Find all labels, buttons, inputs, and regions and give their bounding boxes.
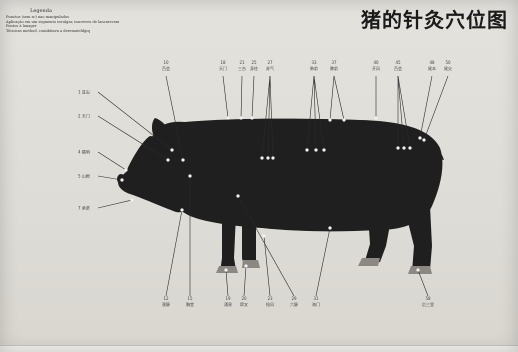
acupoint-number: 18 [220, 60, 226, 65]
acupoint-label: 2 天门 [78, 113, 90, 119]
acupoint-marker [266, 156, 269, 159]
callout-line [98, 200, 132, 208]
acupoint-marker [322, 148, 325, 151]
callout-line [98, 92, 172, 150]
callout-line [98, 152, 126, 170]
acupoint-marker [328, 226, 331, 229]
pig-silhouette [117, 118, 444, 272]
acupoint-label: 5 山根 [78, 173, 90, 179]
callout-line [223, 76, 228, 118]
callout-line [166, 210, 182, 296]
acupoint-marker [130, 198, 133, 201]
acupoint-marker [422, 138, 425, 141]
acupoint-number: 45 [395, 60, 401, 65]
acupoint-number: 37 [331, 60, 337, 65]
acupoint-label: 7 承浆 [78, 205, 90, 211]
acupoint-marker [418, 136, 421, 139]
acupoint-number: 25 [251, 60, 257, 65]
acupoint-marker [170, 148, 173, 151]
acupoint-label: 1 耳尖 [78, 89, 90, 95]
acupoint-label: 涌泉 [224, 301, 232, 307]
acupoint-label: 百会 [394, 65, 402, 71]
acupoint-marker [416, 268, 419, 271]
acupoint-label: 脾俞 [330, 65, 338, 71]
acupoint-label: 三台 [238, 65, 246, 71]
callout-line [316, 228, 330, 296]
acupoint-label: 尾尖 [444, 65, 452, 71]
callout-line [226, 270, 228, 296]
acupoint-marker [239, 116, 242, 119]
acupoint-label: 后三里 [422, 301, 434, 307]
acupoint-number: 29 [291, 296, 297, 301]
acupoint-marker [181, 158, 184, 161]
acupoint-label: 身柱 [250, 65, 258, 71]
acupoint-number: 50 [445, 60, 451, 65]
acupoint-marker [328, 118, 331, 121]
acupoint-marker [120, 178, 123, 181]
acupoint-marker [402, 146, 405, 149]
callout-line [420, 76, 432, 138]
acupoint-number: 27 [267, 60, 273, 65]
acupoint-label: 肺俞 [310, 65, 318, 71]
acupoint-marker [262, 234, 265, 237]
acupoint-marker [250, 116, 253, 119]
acupoint-label: 天门 [219, 65, 227, 71]
callout-line [424, 76, 448, 140]
acupoint-label: 颈脉 [162, 301, 170, 307]
callout-line [244, 266, 246, 296]
acupoint-marker [271, 156, 274, 159]
acupoint-marker [180, 208, 183, 211]
acupoint-marker [314, 148, 317, 151]
acupoint-marker [396, 146, 399, 149]
acupoint-label: 海门 [312, 301, 320, 307]
acupoint-number: 40 [373, 60, 379, 65]
acupoint-number: 10 [163, 60, 169, 65]
acupoint-number: 19 [225, 296, 231, 301]
acupoint-marker [166, 158, 169, 161]
acupoint-marker [236, 194, 239, 197]
acupoint-number: 33 [311, 60, 317, 65]
acupoint-marker [226, 116, 229, 119]
acupoint-marker [374, 116, 377, 119]
acupoint-marker [305, 148, 308, 151]
acupoint-label: 六脉 [290, 301, 298, 307]
acupoint-number: 12 [163, 296, 169, 301]
acupoint-marker [224, 268, 227, 271]
acupoint-number: 31 [313, 296, 319, 301]
callout-line [264, 236, 270, 296]
acupoint-label: 4 睛明 [78, 149, 90, 155]
page-fold [0, 345, 518, 352]
acupoint-number: 15 [187, 296, 193, 301]
acupoint-number: 21 [239, 60, 245, 65]
acupoint-number: 23 [267, 296, 273, 301]
acupoint-label: 胸堂 [186, 301, 194, 307]
acupoint-number: 48 [429, 60, 435, 65]
acupoint-marker [244, 264, 247, 267]
pig-hooves [216, 258, 432, 274]
acupoint-label: 抢风 [266, 301, 274, 307]
callout-line [334, 76, 344, 120]
acupoint-label: 苏气 [266, 65, 274, 71]
acupoint-marker [260, 156, 263, 159]
acupoint-number: 58 [425, 296, 431, 301]
callout-line [241, 76, 242, 118]
acupoint-marker [124, 168, 127, 171]
acupoint-marker [408, 146, 411, 149]
callout-line [330, 76, 334, 120]
callout-line [252, 76, 254, 118]
acupoint-label: 蹄叉 [240, 301, 248, 307]
acupoint-marker [188, 174, 191, 177]
acupoint-label: 尾本 [428, 65, 436, 71]
acupoint-number: 20 [241, 296, 247, 301]
acupoint-label: 开风 [372, 66, 380, 71]
acupoint-marker [342, 118, 345, 121]
acupoint-label: 百会 [162, 65, 170, 71]
